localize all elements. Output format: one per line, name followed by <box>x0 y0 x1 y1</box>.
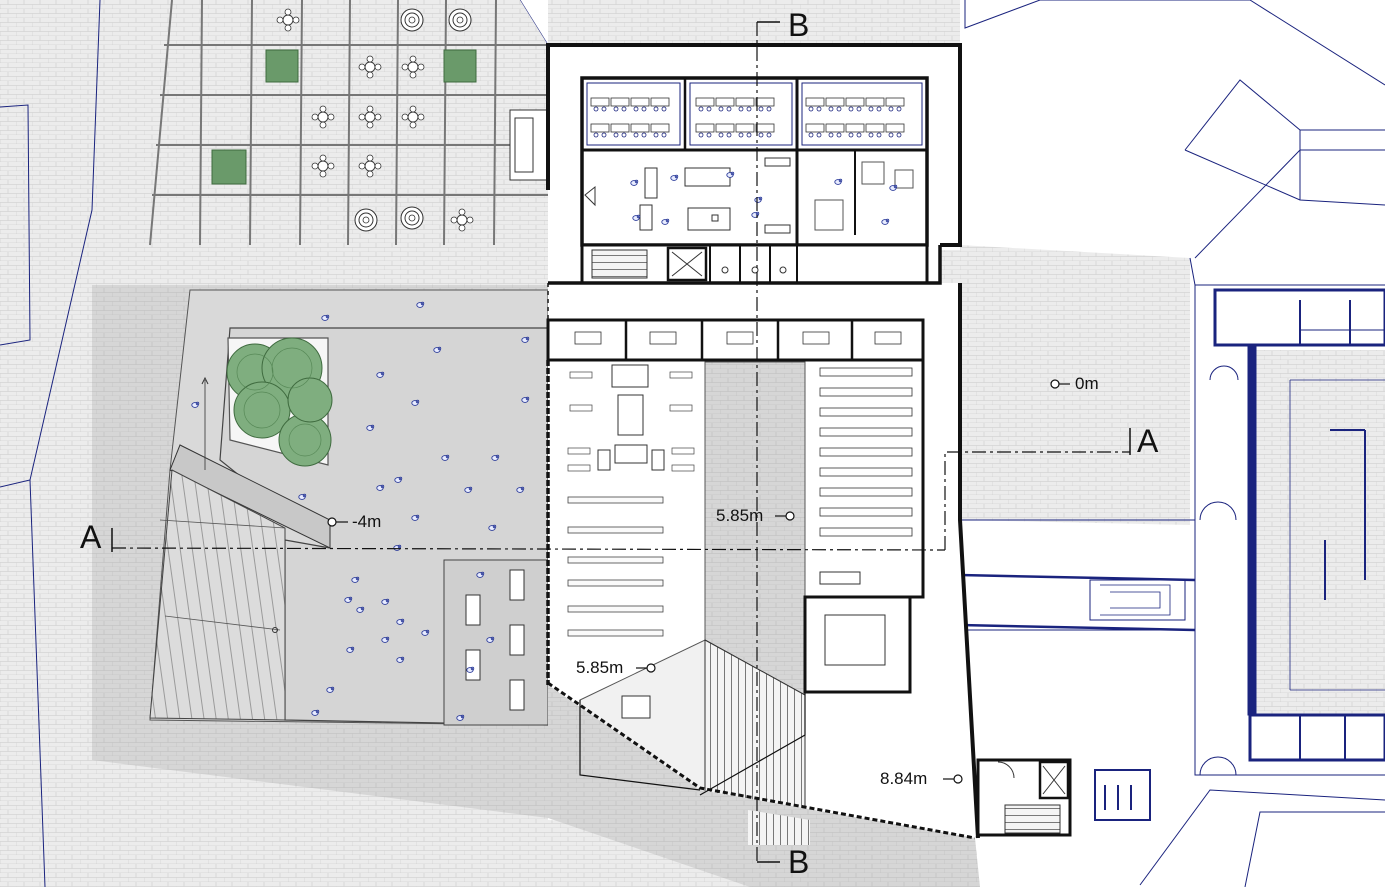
section-lines <box>111 22 1130 862</box>
section-label-b-bottom: B <box>788 844 810 880</box>
entrance-core <box>976 758 1072 837</box>
level-label-plaza: -4m <box>352 512 382 531</box>
meeting-rooms <box>546 318 925 362</box>
level-label-ground: 0m <box>1075 374 1099 393</box>
section-label-b-top: B <box>788 7 810 43</box>
level-markers <box>327 379 1070 784</box>
library-furniture <box>567 364 913 719</box>
office-block <box>580 76 929 247</box>
service-core <box>580 243 929 285</box>
level-label-entrance: 8.84m <box>880 769 928 788</box>
level-label-library: 5.85m <box>576 658 624 677</box>
tree-planter <box>226 337 333 467</box>
building-walls <box>546 43 980 840</box>
context-historic-building <box>959 288 1385 821</box>
section-label-a-right: A <box>1137 423 1159 459</box>
courtyard-grid <box>149 0 549 246</box>
section-label-a-left: A <box>80 519 102 555</box>
level-label-atrium: 5.85m <box>716 506 764 525</box>
